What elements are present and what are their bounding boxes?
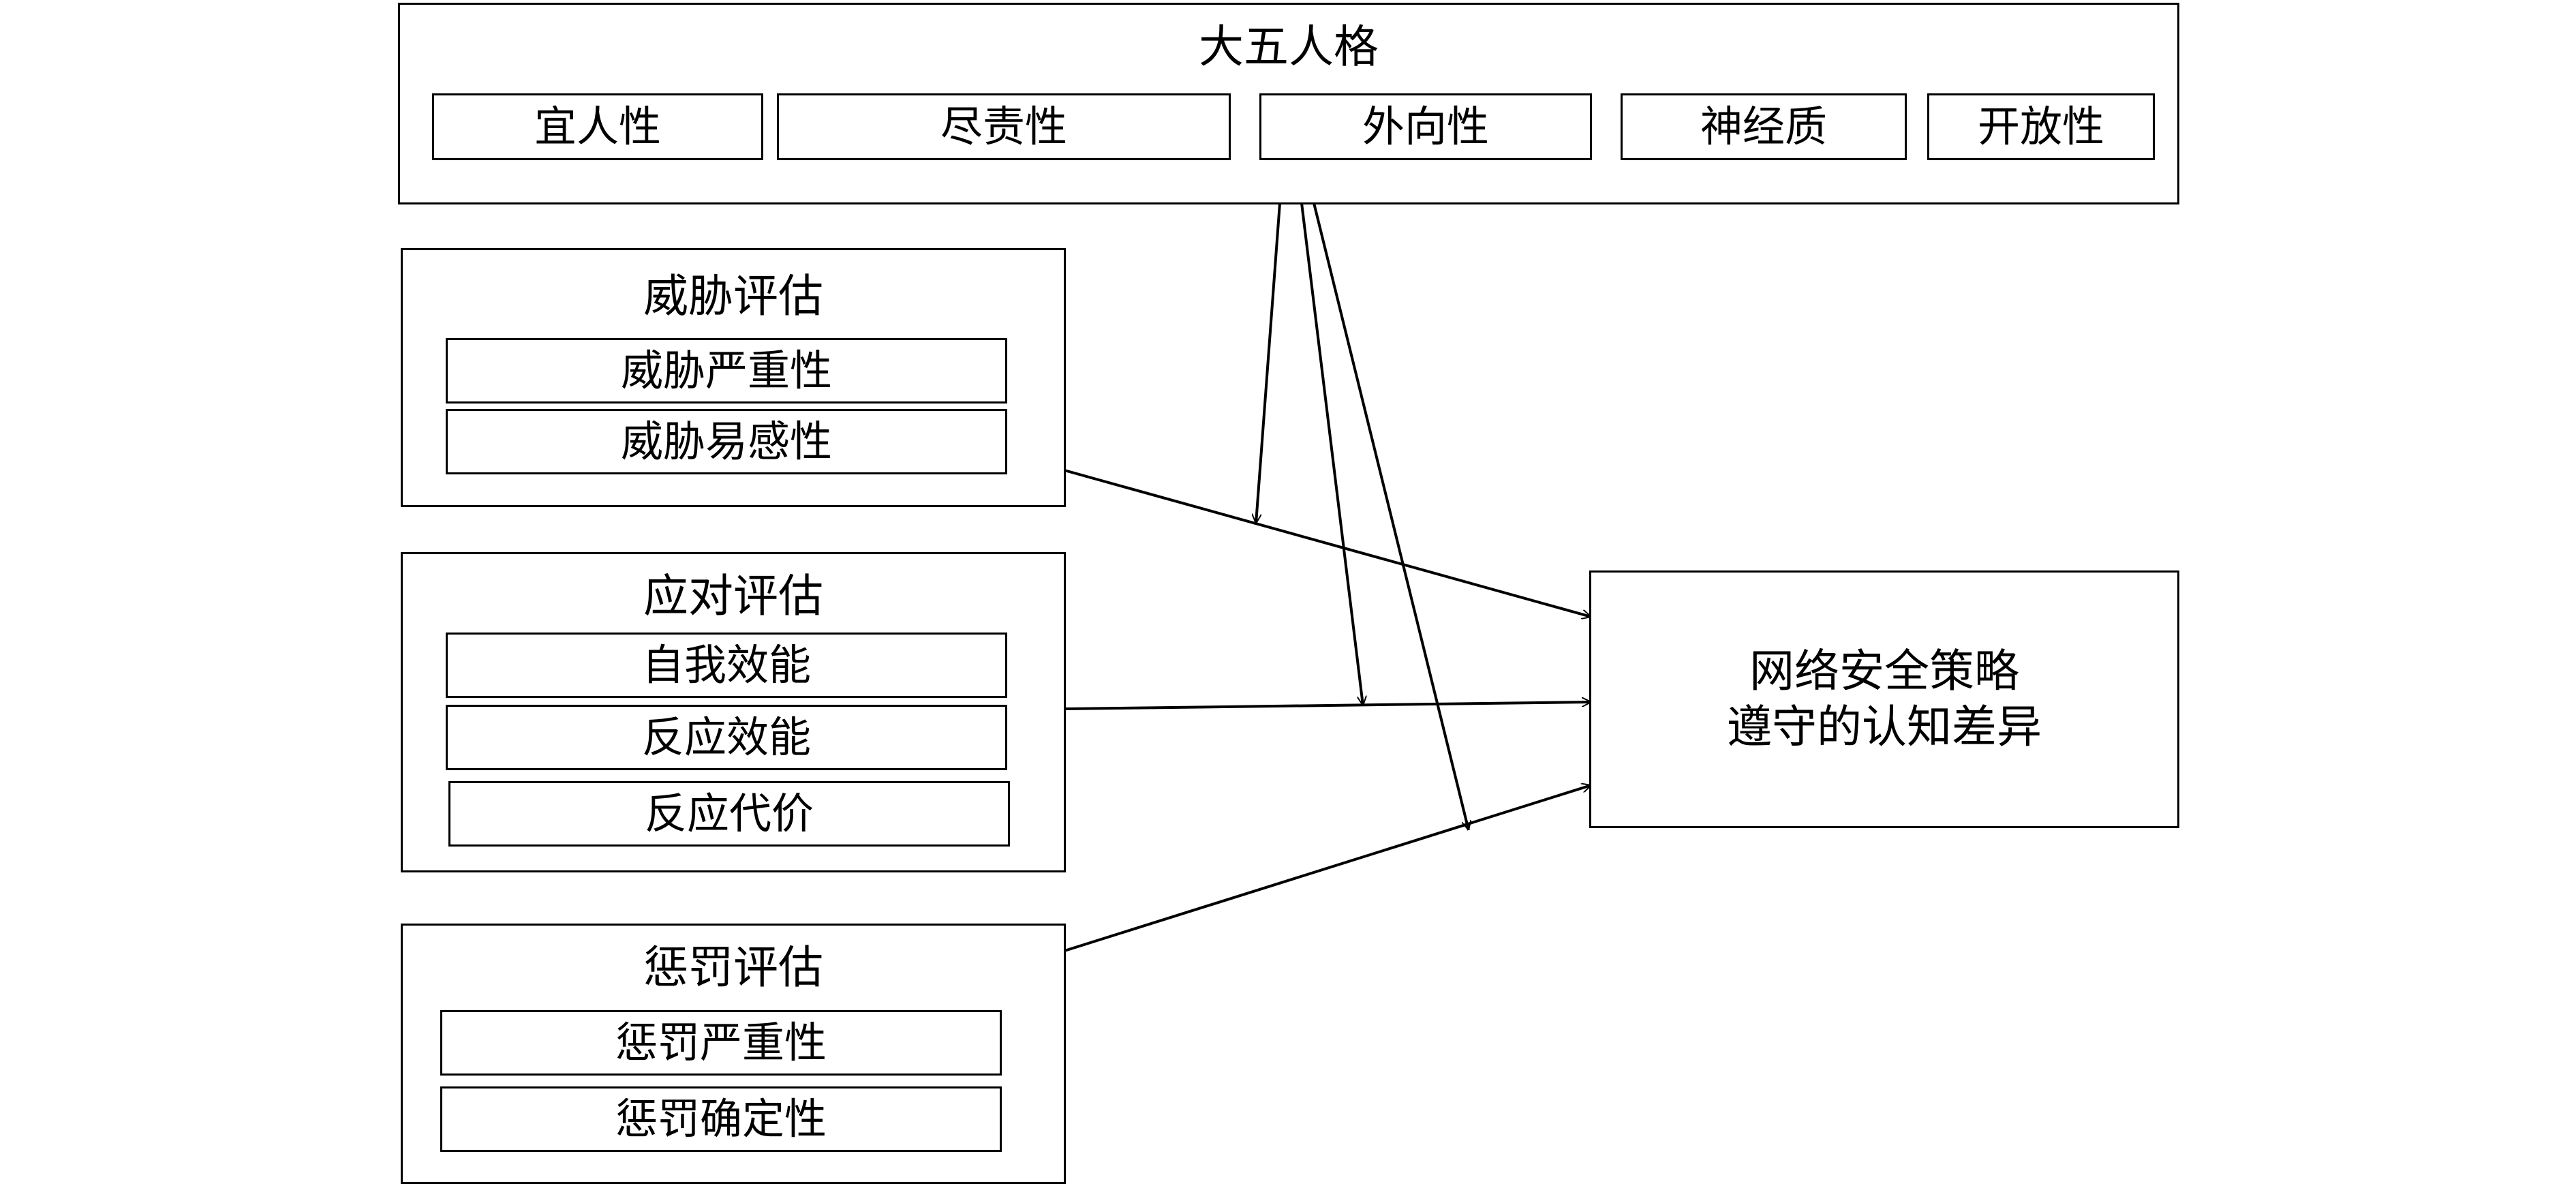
trait-label: 尽责性 [940, 102, 1067, 151]
trait-conscientiousness: 尽责性 [777, 93, 1231, 160]
trait-label: 外向性 [1362, 102, 1489, 151]
trait-extraversion: 外向性 [1259, 93, 1592, 160]
item-label: 惩罚确定性 [615, 1094, 827, 1144]
sanction-certainty-box: 惩罚确定性 [440, 1086, 1002, 1152]
item-label: 反应代价 [644, 789, 814, 838]
threat-appraisal-title: 威胁评估 [643, 270, 823, 322]
coping-appraisal-title: 应对评估 [643, 570, 823, 622]
edge-coping-to-outcome [1064, 702, 1591, 710]
outcome-label: 网络安全策略 遵守的认知差异 [1591, 573, 2177, 826]
big-five-title: 大五人格 [1199, 20, 1379, 73]
threat-vulnerability-box: 威胁易感性 [446, 409, 1007, 474]
sanction-severity-box: 惩罚严重性 [440, 1010, 1002, 1076]
self-efficacy-box: 自我效能 [446, 633, 1007, 698]
threat-severity-box: 威胁严重性 [446, 338, 1007, 403]
edge-bigfive-moderates-threat [1256, 202, 1281, 523]
edge-threat-to-outcome [1064, 469, 1591, 617]
outcome-line-1: 网络安全策略 [1749, 644, 2019, 697]
trait-label: 神经质 [1700, 102, 1827, 151]
outcome-line-2: 遵守的认知差异 [1727, 701, 2042, 753]
edge-bigfive-moderates-sanction [1313, 202, 1469, 830]
item-label: 惩罚严重性 [615, 1018, 827, 1067]
trait-label: 宜人性 [534, 102, 661, 151]
edge-bigfive-moderates-coping [1300, 202, 1363, 705]
item-label: 反应效能 [641, 712, 811, 762]
edge-sanction-to-outcome [1064, 785, 1591, 952]
response-cost-box: 反应代价 [448, 781, 1010, 847]
trait-agreeableness: 宜人性 [432, 93, 763, 160]
item-label: 自我效能 [641, 640, 811, 690]
sanction-appraisal-title: 惩罚评估 [643, 941, 823, 994]
trait-neuroticism: 神经质 [1621, 93, 1907, 160]
response-efficacy-box: 反应效能 [446, 705, 1007, 770]
outcome-box: 网络安全策略 遵守的认知差异 [1589, 570, 2179, 828]
item-label: 威胁易感性 [620, 416, 832, 466]
trait-label: 开放性 [1977, 102, 2104, 151]
trait-openness: 开放性 [1927, 93, 2155, 160]
item-label: 威胁严重性 [620, 346, 832, 395]
